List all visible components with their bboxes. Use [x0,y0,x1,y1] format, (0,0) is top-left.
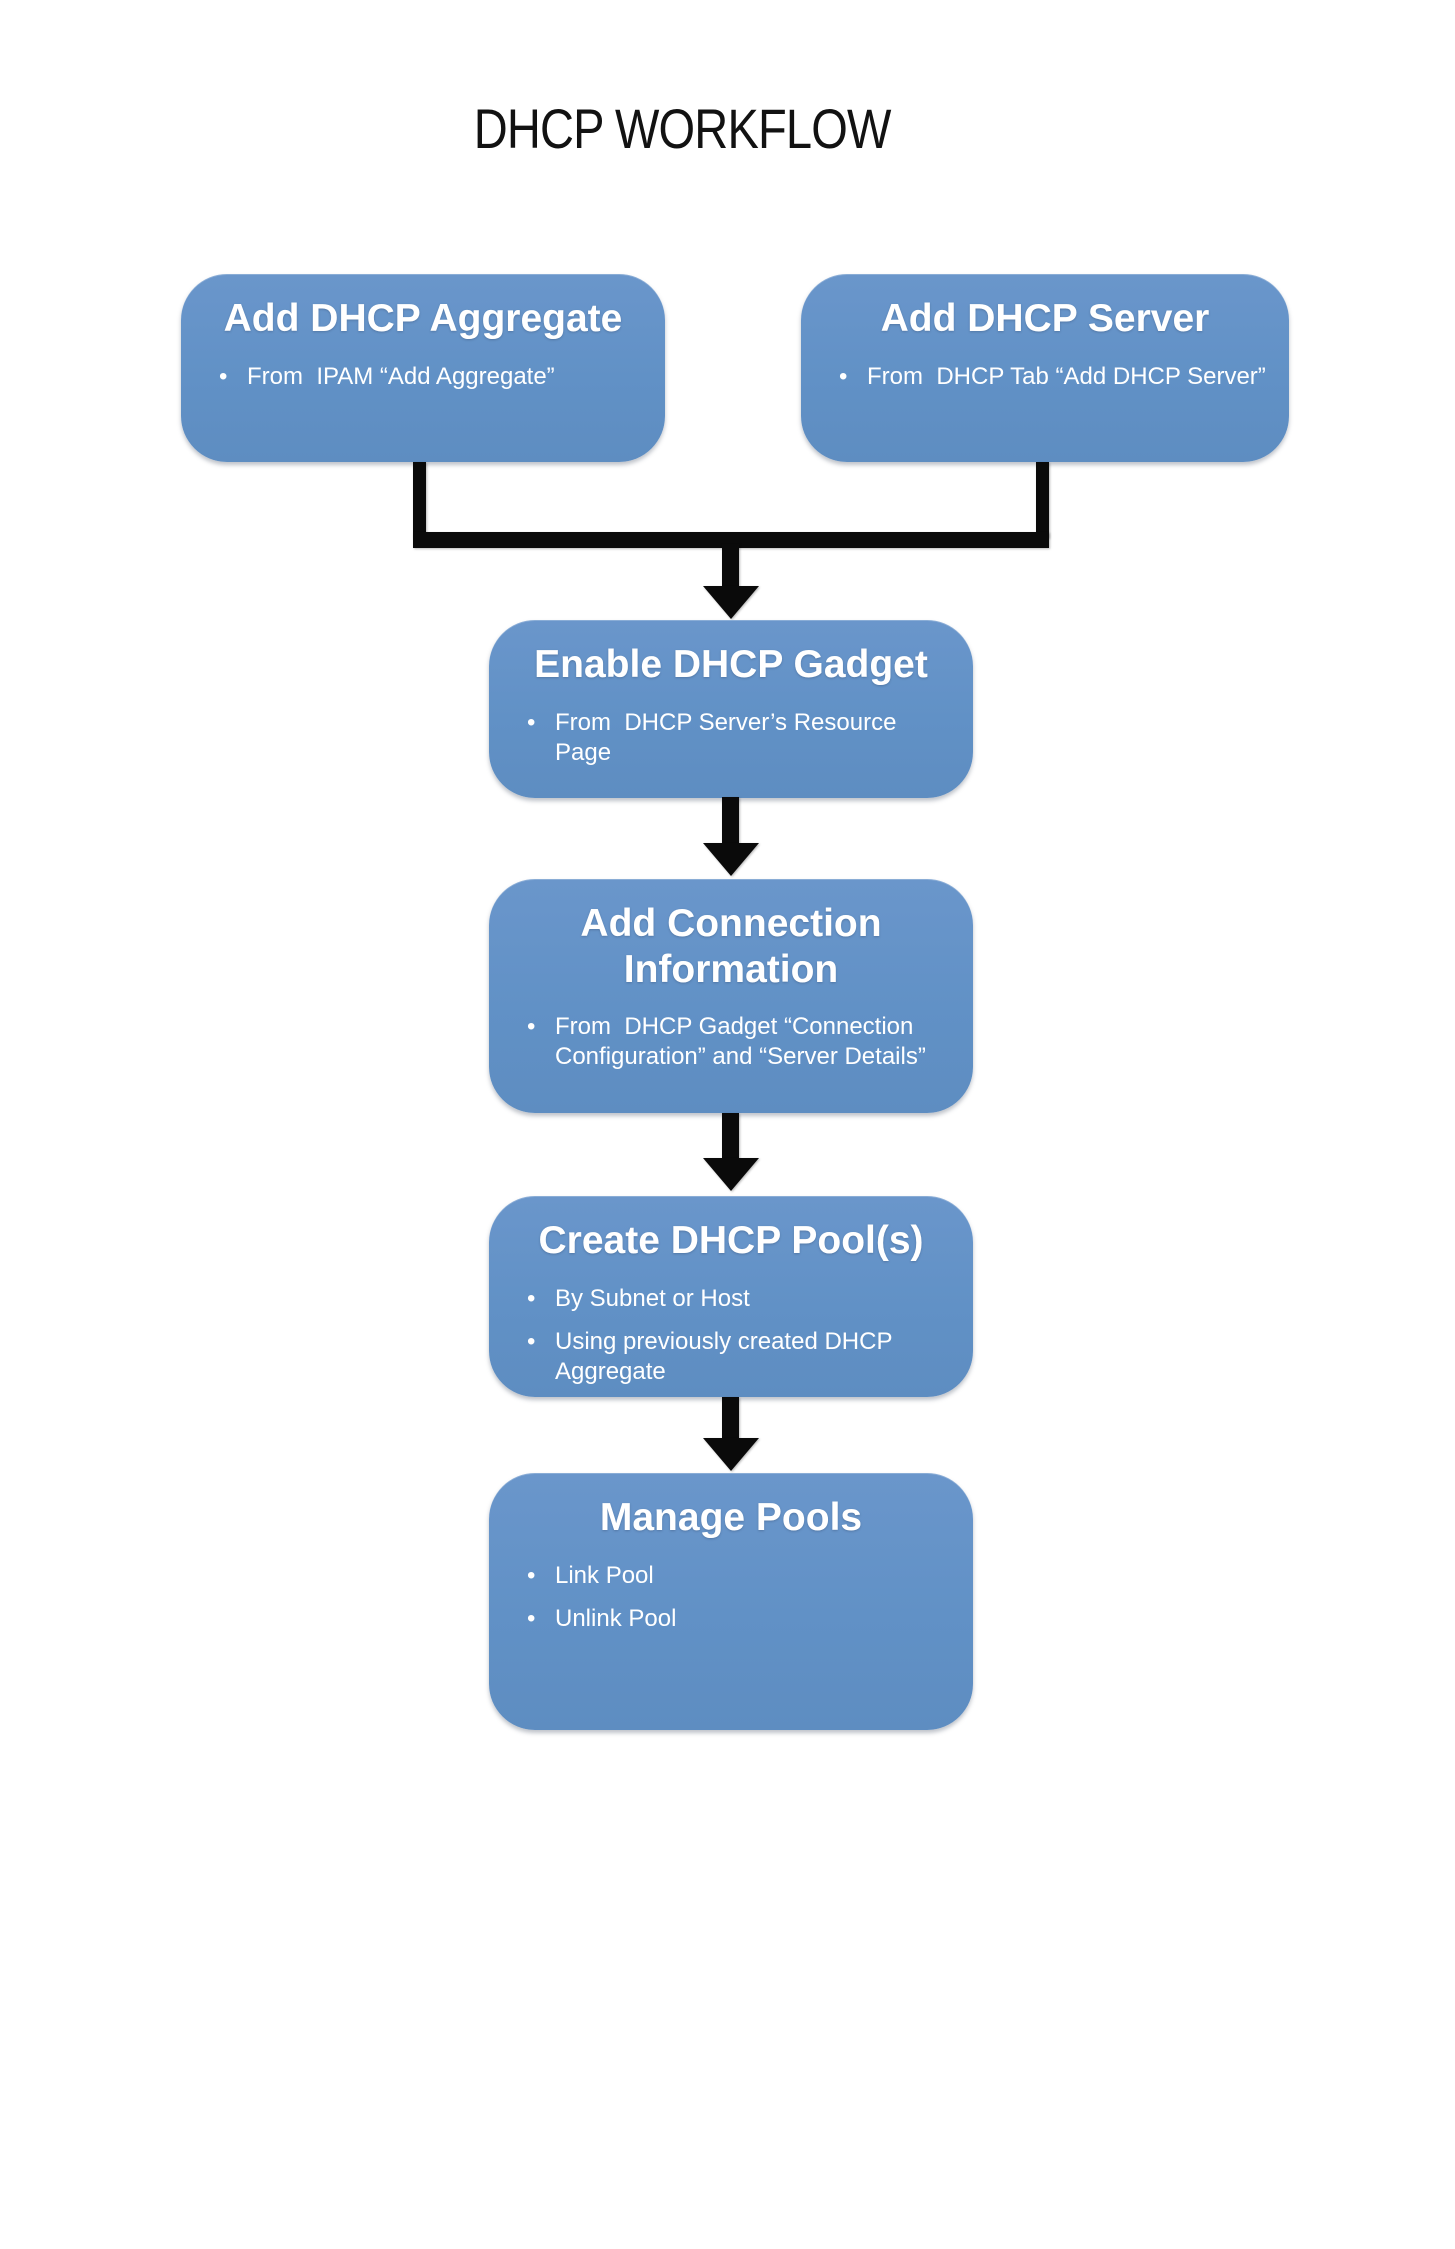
bullet-text: From DHCP Server’s Resource Page [555,708,904,766]
bullet-list: By Subnet or Host Using previously creat… [525,1284,951,1387]
node-heading: Manage Pools [599,1496,863,1539]
bullet-list: From DHCP Server’s Resource Page [525,708,951,768]
node-create-dhcp-pools: Create DHCP Pool(s) By Subnet or Host Us… [489,1196,973,1397]
bullet-text: Unlink Pool [555,1604,677,1632]
node-add-connection-information: Add Connection Information From DHCP Gad… [489,879,973,1113]
flow-arrow-shaft [722,1113,739,1159]
node-manage-pools: Manage Pools Link Pool Unlink Pool [489,1473,973,1730]
merge-arrow-shaft [722,544,739,588]
node-heading: Enable DHCP Gadget [534,643,928,686]
node-heading: Add Connection Information [580,902,882,991]
connector-crossbar-line [413,532,1049,548]
bullet-item: By Subnet or Host [525,1284,951,1314]
bullet-item: Using previously created DHCP Aggregate [525,1327,951,1387]
node-heading: Add DHCP Server [880,297,1210,340]
bullet-item: Link Pool [525,1561,951,1591]
down-arrow-icon [703,843,759,876]
down-arrow-icon [703,1438,759,1471]
bullet-text: From IPAM “Add Aggregate” [247,362,555,390]
bullet-item: Unlink Pool [525,1604,951,1634]
bullet-item: From DHCP Gadget “Connection Configurati… [525,1012,951,1072]
node-enable-dhcp-gadget: Enable DHCP Gadget From DHCP Server’s Re… [489,620,973,798]
connector-right-drop-line [1036,462,1049,538]
bullet-text: From DHCP Gadget “Connection Configurati… [555,1013,926,1071]
page-title: DHCP WORKFLOW [0,96,1364,161]
bullet-text: Link Pool [555,1561,654,1589]
merge-arrow-head-icon [703,586,759,619]
bullet-item: From DHCP Server’s Resource Page [525,708,951,768]
bullet-text: Using previously created DHCP Aggregate [555,1327,898,1385]
bullet-item: From DHCP Tab “Add DHCP Server” [837,362,1267,392]
node-add-dhcp-server: Add DHCP Server From DHCP Tab “Add DHCP … [801,274,1289,462]
bullet-list: From DHCP Tab “Add DHCP Server” [837,362,1267,392]
bullet-text: From DHCP Tab “Add DHCP Server” [867,362,1266,390]
node-heading: Add DHCP Aggregate [223,297,623,340]
bullet-item: From IPAM “Add Aggregate” [217,362,643,392]
bullet-text: By Subnet or Host [555,1284,750,1312]
node-add-dhcp-aggregate: Add DHCP Aggregate From IPAM “Add Aggreg… [181,274,665,462]
down-arrow-icon [703,1158,759,1191]
connector-left-drop-line [413,462,426,538]
node-heading: Create DHCP Pool(s) [538,1219,924,1262]
page-title-text: DHCP WORKFLOW [473,97,892,160]
bullet-list: From IPAM “Add Aggregate” [217,362,643,392]
flow-arrow-shaft [722,797,739,844]
bullet-list: Link Pool Unlink Pool [525,1561,951,1634]
bullet-list: From DHCP Gadget “Connection Configurati… [525,1012,951,1072]
flow-arrow-shaft [722,1397,739,1439]
